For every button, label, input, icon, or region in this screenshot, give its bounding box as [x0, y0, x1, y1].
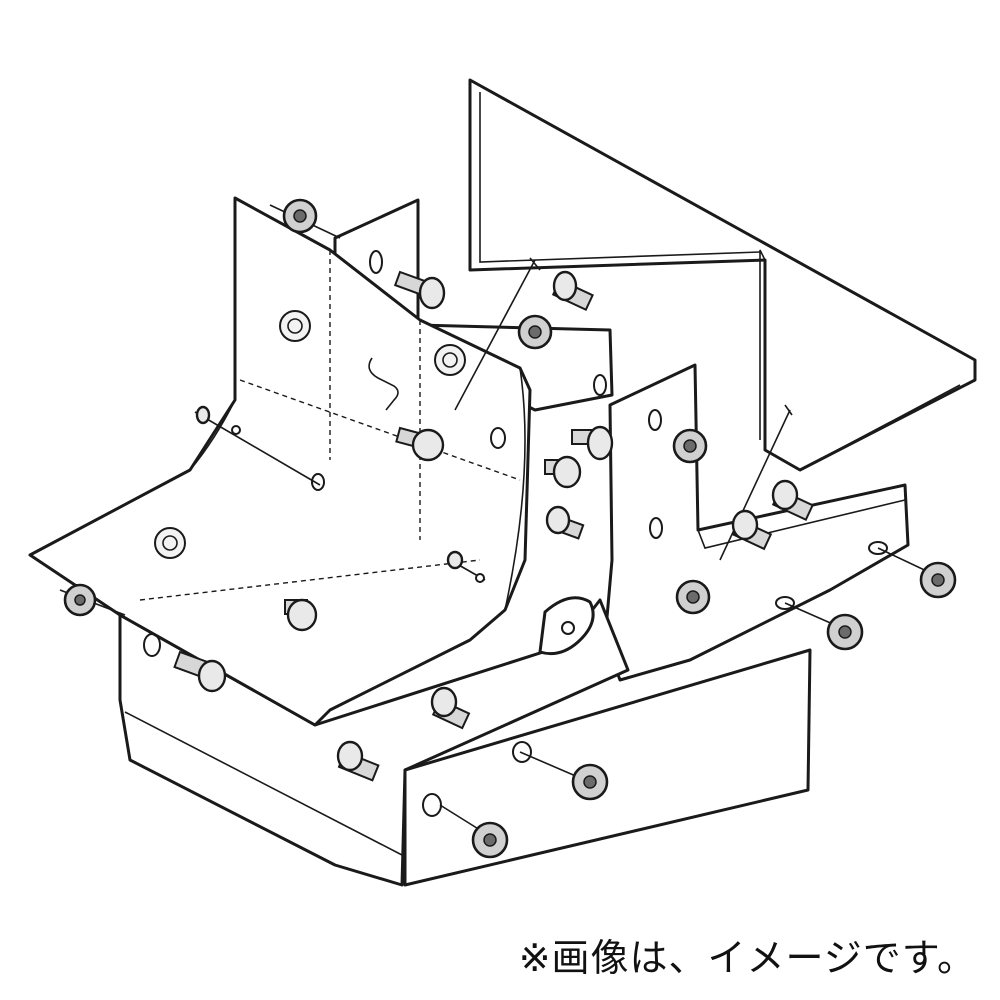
bolt-4: [544, 455, 582, 489]
bolt-10: [336, 740, 380, 782]
nut-9: [63, 583, 97, 617]
bolt-11: [771, 479, 814, 522]
bolt-9: [430, 686, 471, 730]
bolt-1: [393, 270, 446, 310]
bolts: [173, 270, 814, 782]
nut-8: [471, 821, 509, 859]
washer-2: [434, 344, 466, 376]
nut-2: [517, 314, 553, 350]
nut-7: [571, 763, 609, 801]
lower-front-channel: [118, 598, 812, 887]
bolt-5: [545, 505, 585, 540]
nut-5: [919, 561, 957, 599]
back-cover-plate: [468, 78, 977, 472]
bolt-12: [731, 509, 773, 551]
bolt-7: [284, 598, 318, 632]
nut-6: [826, 613, 864, 651]
image-disclaimer-caption: ※画像は、イメージです。: [518, 936, 976, 980]
washer-3: [154, 527, 186, 559]
hidden-washers: [154, 310, 466, 559]
nut-4: [675, 579, 711, 615]
bolt-6: [571, 425, 614, 461]
nut-1: [282, 198, 318, 234]
washer-1: [279, 310, 311, 342]
bolt-8: [173, 650, 227, 693]
nut-3: [672, 428, 708, 464]
bolt-2: [551, 270, 594, 312]
bend-plate: [28, 196, 595, 727]
bolt-3: [395, 426, 445, 462]
small-screws: [195, 257, 793, 583]
flange-nuts: [63, 198, 957, 859]
